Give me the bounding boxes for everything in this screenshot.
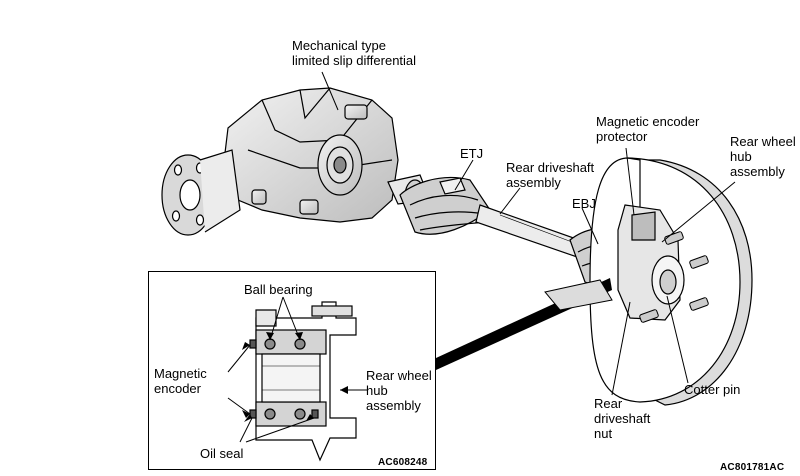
label-cotter-pin: Cotter pin bbox=[684, 382, 741, 397]
label-driveshaft-nut: Rear driveshaft nut bbox=[594, 396, 651, 441]
inset-figure-code: AC608248 bbox=[378, 457, 428, 468]
hub-studs bbox=[639, 231, 709, 323]
inset-arrowheads bbox=[242, 332, 348, 422]
inset-label-oil-seal: Oil seal bbox=[200, 446, 244, 461]
figure-code: AC801781AC bbox=[720, 462, 785, 473]
leader-lines bbox=[321, 71, 736, 396]
differential-housing bbox=[221, 87, 399, 223]
label-encoder-protector: Magnetic encoder protector bbox=[596, 114, 700, 144]
label-hub-assembly: Rear wheel hub assembly bbox=[730, 134, 796, 179]
label-etj: ETJ bbox=[460, 146, 484, 161]
label-differential: Mechanical type limited slip differentia… bbox=[292, 38, 417, 68]
inset-label-ball-bearing: Ball bearing bbox=[244, 282, 313, 297]
label-ebj: EBJ bbox=[572, 196, 596, 211]
detail-inset-frame bbox=[148, 271, 436, 470]
label-driveshaft-assembly: Rear driveshaft assembly bbox=[506, 160, 595, 190]
inset-hub-section bbox=[249, 301, 357, 462]
differential-flange bbox=[161, 149, 241, 236]
inset-label-hub-assembly: Rear wheel hub assembly bbox=[366, 368, 432, 413]
etj-joint bbox=[387, 174, 491, 235]
rotor-cutaway bbox=[544, 279, 613, 311]
inset-label-magnetic-encoder: Magnetic encoder bbox=[154, 366, 207, 396]
driveshaft-bar bbox=[475, 204, 586, 259]
hub-assembly bbox=[617, 204, 685, 321]
